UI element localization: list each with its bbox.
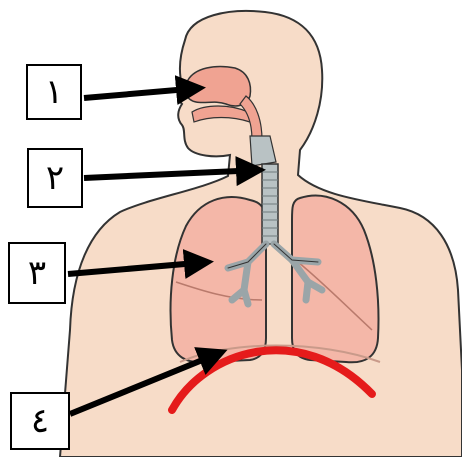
- label-box-3: ٣: [8, 242, 66, 304]
- label-box-1: ١: [26, 64, 82, 120]
- label-box-2: ٢: [27, 148, 83, 208]
- label-box-4: ٤: [10, 392, 70, 450]
